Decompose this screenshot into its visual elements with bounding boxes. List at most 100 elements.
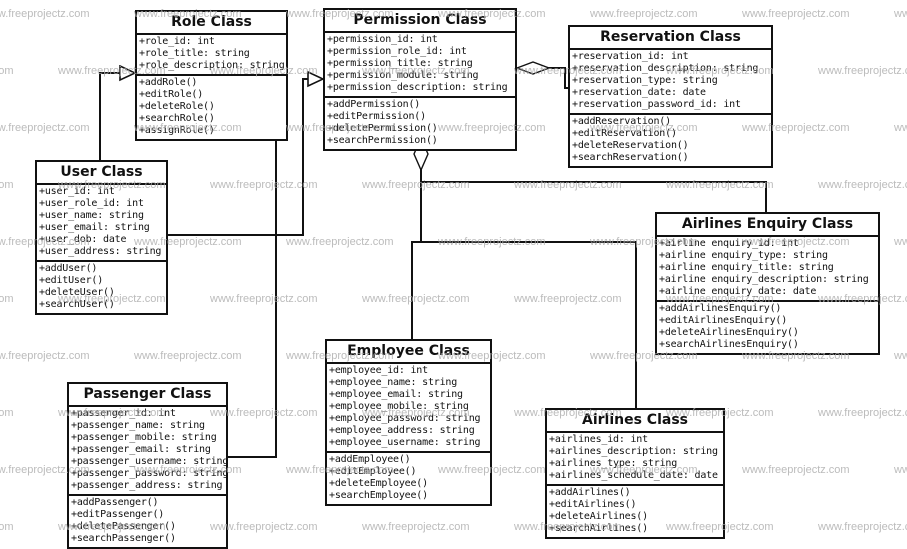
class-attributes: +employee_id: int+employee_name: string+… (327, 364, 490, 451)
class-box-user: User Class +user_id: int+user_role_id: i… (35, 160, 168, 315)
class-member: +deletePermission() (327, 123, 438, 134)
class-box-reservation: Reservation Class +reservation_id: int+r… (568, 25, 773, 168)
class-member: +assignRole() (139, 125, 215, 136)
class-member: +addPassenger() (71, 497, 159, 508)
class-methods: +addRole()+editRole()+deleteRole()+searc… (137, 74, 286, 139)
class-member: +permission_id: int (327, 34, 438, 45)
class-member: +employee_email: string (329, 389, 463, 400)
class-member: +addAirlinesEnquiry() (659, 303, 782, 314)
class-member: +passenger_address: string (71, 480, 223, 491)
class-member: +passenger_mobile: string (71, 432, 217, 443)
connector-role-passenger (275, 137, 277, 458)
watermark-text: www.freeprojectz.com (742, 8, 850, 20)
connector-user-permission (302, 78, 304, 236)
class-member: +deleteUser() (39, 287, 115, 298)
class-member: +reservation_type: string (572, 75, 718, 86)
class-member: +editPassenger() (71, 509, 165, 520)
generalization-arrow-icon (307, 71, 324, 88)
class-member: +searchPassenger() (71, 533, 176, 544)
class-box-permission: Permission Class +permission_id: int+per… (323, 8, 517, 151)
class-member: +editReservation() (572, 128, 677, 139)
class-member: +airline enquiry_id: int (659, 238, 799, 249)
class-member: +deletePassenger() (71, 521, 176, 532)
class-member: +reservation_id: int (572, 51, 689, 62)
class-member: +passenger_id: int (71, 408, 176, 419)
class-member: +addReservation() (572, 116, 671, 127)
class-member: +user_email: string (39, 222, 150, 233)
class-box-passenger: Passenger Class +passenger_id: int+passe… (67, 382, 228, 549)
class-member: +addRole() (139, 77, 198, 88)
watermark-text: www.freeprojectz.com (818, 179, 907, 191)
watermark-text: www.freeprojectz.com (134, 350, 242, 362)
class-member: +deleteAirlines() (549, 511, 648, 522)
connector-permission-employee (411, 241, 413, 340)
watermark-text: www.freeprojectz.com (0, 8, 90, 20)
class-member: +employee_id: int (329, 365, 428, 376)
class-member: +passenger_email: string (71, 444, 211, 455)
class-member: +editRole() (139, 89, 204, 100)
class-title: Employee Class (327, 341, 490, 364)
connector-permission-airlines (635, 241, 637, 409)
class-methods: +addEmployee()+editEmployee()+deleteEmpl… (327, 451, 490, 504)
class-box-employee: Employee Class +employee_id: int+employe… (325, 339, 492, 506)
class-box-airlines: Airlines Class +airlines_id: int+airline… (545, 408, 725, 539)
watermark-text: www.freeprojectz.com (894, 350, 907, 362)
connector-permission-airlinesenquiry (765, 181, 767, 213)
class-member: +editEmployee() (329, 466, 417, 477)
watermark-text: www.freeprojectz.com (0, 293, 14, 305)
connector-permission-reservation (548, 67, 566, 69)
class-member: +searchRole() (139, 113, 215, 124)
class-member: +permission_module: string (327, 70, 479, 81)
watermark-text: www.freeprojectz.com (0, 350, 90, 362)
class-member: +airline enquiry_title: string (659, 262, 834, 273)
class-member: +user_name: string (39, 210, 144, 221)
class-member: +editAirlinesEnquiry() (659, 315, 788, 326)
class-member: +employee_mobile: string (329, 401, 469, 412)
class-title: Reservation Class (570, 27, 771, 50)
class-member: +role_title: string (139, 48, 250, 59)
class-member: +deleteEmployee() (329, 478, 428, 489)
watermark-text: www.freeprojectz.com (0, 122, 90, 134)
connector-permission-aggregates (420, 168, 422, 243)
class-member: +role_id: int (139, 36, 215, 47)
class-member: +user_id: int (39, 186, 115, 197)
class-member: +airline enquiry_type: string (659, 250, 828, 261)
generalization-arrow-icon (119, 65, 136, 82)
class-attributes: +passenger_id: int+passenger_name: strin… (69, 407, 228, 494)
class-title: Role Class (137, 12, 286, 35)
watermark-text: www.freeprojectz.com (0, 521, 14, 533)
connector-user-role (99, 72, 121, 74)
watermark-text: www.freeprojectz.com (894, 122, 907, 134)
class-member: +deleteAirlinesEnquiry() (659, 327, 799, 338)
class-member: +addPermission() (327, 99, 421, 110)
class-member: +addAirlines() (549, 487, 631, 498)
watermark-text: www.freeprojectz.com (818, 65, 907, 77)
class-member: +user_role_id: int (39, 198, 144, 209)
watermark-text: www.freeprojectz.com (362, 293, 470, 305)
watermark-text: www.freeprojectz.com (362, 521, 470, 533)
watermark-text: www.freeprojectz.com (590, 8, 698, 20)
class-member: +editAirlines() (549, 499, 637, 510)
class-title: User Class (37, 162, 166, 185)
class-attributes: +airline enquiry_id: int+airline enquiry… (657, 237, 878, 300)
class-attributes: +airlines_id: int+airlines_description: … (547, 433, 723, 484)
class-methods: +addPassenger()+editPassenger()+deletePa… (69, 494, 226, 547)
class-member: +airlines_id: int (549, 434, 648, 445)
connector-permission-reservation (564, 87, 570, 89)
connector-permission-reservation (564, 67, 566, 89)
class-attributes: +permission_id: int+permission_role_id: … (325, 33, 515, 96)
class-member: +reservation_password_id: int (572, 99, 741, 110)
class-methods: +addAirlines()+editAirlines()+deleteAirl… (547, 484, 723, 537)
watermark-text: www.freeprojectz.com (818, 407, 907, 419)
watermark-text: www.freeprojectz.com (0, 65, 14, 77)
class-title: Airlines Enquiry Class (657, 214, 878, 237)
class-member: +airline enquiry_date: date (659, 286, 817, 297)
class-member: +user_address: string (39, 246, 162, 257)
class-member: +addEmployee() (329, 454, 411, 465)
class-attributes: +reservation_id: int+reservation_descrip… (570, 50, 771, 113)
class-member: +searchPermission() (327, 135, 438, 146)
class-box-role: Role Class +role_id: int+role_title: str… (135, 10, 288, 141)
class-member: +airlines_schedule_date: date (549, 470, 718, 481)
watermark-text: www.freeprojectz.com (742, 464, 850, 476)
class-member: +searchEmployee() (329, 490, 428, 501)
